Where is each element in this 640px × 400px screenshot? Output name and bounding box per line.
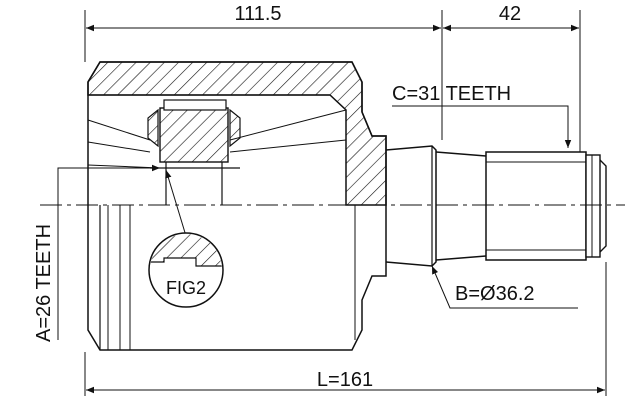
dimension-overall-length: L=161 (317, 369, 373, 391)
taper-line-5 (229, 139, 347, 153)
shaft-neck-bottom (435, 255, 487, 261)
label-a-teeth: A=26 TEETH (33, 224, 55, 342)
tripod-assembly (147, 99, 241, 205)
shaft-neck-top (435, 151, 487, 157)
bottom-dimension-group: L=161 (84, 262, 607, 396)
shaft-end-cap (585, 154, 601, 258)
splined-end (485, 151, 587, 261)
leader-line-b (431, 265, 578, 309)
label-b-diameter: B=Ø36.2 (455, 283, 535, 305)
top-dimension-group: 111.5 42 (84, 3, 581, 152)
fig2-detail: FIG2 (148, 169, 224, 308)
label-c-teeth: C=31 TEETH (392, 83, 511, 105)
taper-line-1 (87, 119, 151, 141)
tripod-roller-right (229, 108, 241, 148)
tripod-spider-hub (159, 107, 229, 163)
taper-line-2 (87, 141, 151, 153)
dimension-111-5: 111.5 (234, 3, 281, 25)
dimension-42: 42 (499, 3, 521, 25)
leader-c-teeth: C=31 TEETH (392, 83, 572, 148)
leader-line-c (392, 105, 572, 148)
shaft-collar (385, 145, 437, 267)
fig2-leader (165, 169, 187, 237)
tripod-roller-left (147, 108, 159, 148)
leader-b-diameter: B=Ø36.2 (431, 265, 578, 309)
taper-line-4 (229, 109, 347, 141)
label-fig2: FIG2 (166, 278, 206, 298)
housing (87, 61, 387, 351)
shaft (385, 145, 607, 267)
tripod-cap (163, 99, 227, 111)
leader-line-a (57, 164, 160, 340)
leader-a-teeth: A=26 TEETH (33, 164, 160, 342)
shaft-chamfer (599, 159, 607, 253)
